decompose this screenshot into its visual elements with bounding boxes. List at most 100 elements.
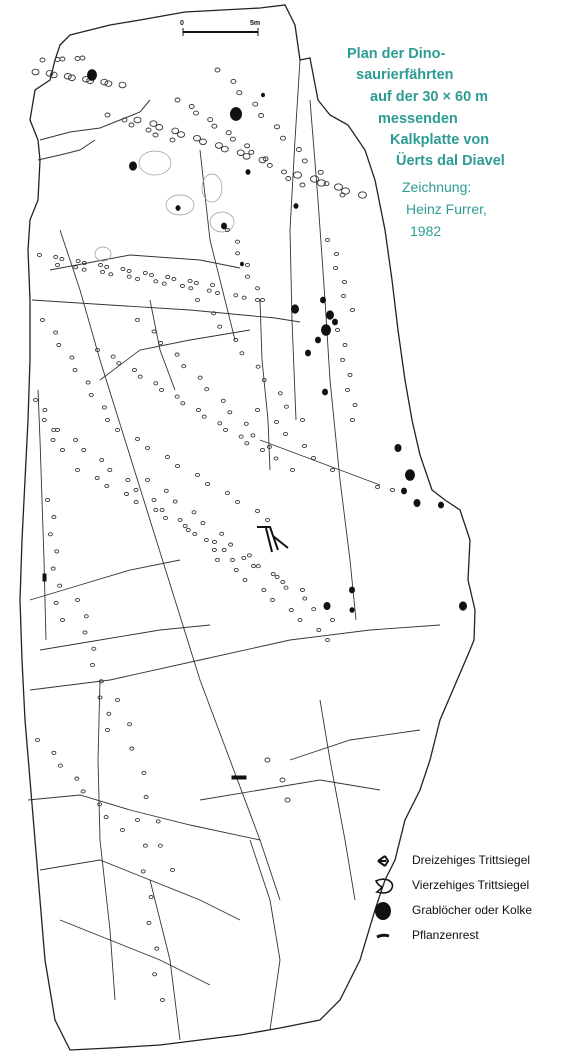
footprint-26 (258, 156, 267, 164)
footprint-8 (104, 80, 113, 87)
footprint-184 (211, 547, 217, 553)
footprint-110 (50, 437, 56, 443)
footprint-175 (99, 457, 105, 463)
footprint-92 (206, 288, 212, 293)
footprint-119 (174, 394, 180, 399)
footprint-213 (302, 596, 308, 601)
three-toed-footprint-icon (377, 855, 390, 867)
burrow-hole-23 (245, 169, 251, 175)
footprint-99 (56, 342, 62, 348)
footprint-240 (311, 455, 316, 461)
burrow-hole-11 (315, 336, 321, 344)
scale-bar-end-label: 5m (250, 20, 260, 27)
footprint-19 (177, 131, 186, 138)
burrow-hole-icon (375, 902, 391, 920)
footprint-251 (83, 614, 89, 619)
burrow-hole-8 (326, 310, 334, 320)
burrow-hole-10 (332, 318, 338, 326)
footprint-20 (193, 134, 201, 142)
footprint-244 (47, 532, 53, 537)
footprint-169 (245, 274, 250, 279)
footprint-264 (97, 802, 103, 807)
footprint-239 (302, 443, 307, 449)
footprint-236 (255, 407, 260, 413)
footprint-211 (274, 574, 280, 579)
crack-5 (309, 99, 357, 621)
footprint-120 (180, 401, 186, 406)
footprint-162 (345, 387, 350, 393)
scale-bar: 0 5m (180, 20, 260, 36)
footprint-277 (129, 746, 135, 751)
footprint-278 (141, 770, 147, 775)
footprint-118 (159, 387, 164, 393)
footprint-114 (116, 361, 122, 366)
burrow-hole-24 (293, 203, 299, 209)
crack-10 (39, 624, 211, 651)
footprint-261 (57, 763, 63, 768)
footprint-266 (120, 827, 125, 833)
footprint-287 (390, 487, 395, 493)
footprint-45 (258, 113, 265, 118)
footprint-16 (149, 120, 158, 127)
footprint-199 (270, 571, 276, 577)
crack-2 (31, 299, 301, 323)
footprint-33 (229, 136, 236, 142)
footprint-2 (49, 71, 58, 79)
footprint-100 (69, 355, 75, 360)
burrow-hole-15 (405, 469, 415, 481)
footprint-176 (107, 467, 113, 473)
footprint-205 (191, 510, 197, 515)
footprint-95 (241, 295, 247, 300)
title-line-3: auf der 30 × 60 m (370, 89, 489, 105)
footprint-243 (51, 515, 57, 520)
footprint-18 (171, 127, 180, 135)
erosion-outline-4 (94, 246, 112, 262)
footprint-204 (172, 499, 178, 504)
burrow-hole-9 (321, 324, 331, 336)
slab-outline (19, 4, 476, 1051)
footprint-284 (279, 777, 286, 783)
footprint-12 (59, 56, 66, 62)
burrow-hole-18 (438, 501, 444, 509)
footprint-148 (261, 377, 267, 383)
footprint-40 (299, 182, 306, 188)
footprint-283 (264, 757, 271, 763)
footprint-275 (115, 697, 120, 703)
footprint-282 (170, 867, 175, 873)
burrow-hole-16 (401, 487, 407, 495)
footprint-90 (180, 283, 185, 289)
footprint-253 (91, 646, 97, 651)
footprint-185 (230, 557, 235, 563)
footprint-91 (188, 286, 194, 291)
footprint-274 (160, 997, 165, 1003)
title-line-5: Kalkplatte von (390, 132, 490, 148)
footprint-173 (73, 437, 79, 443)
footprint-260 (51, 750, 57, 755)
legend-label-four-toed: Vierzehiges Trittsiegel (412, 878, 530, 892)
footprint-101 (72, 367, 78, 373)
footprint-105 (105, 417, 110, 423)
footprint-29 (193, 110, 199, 116)
footprint-9 (118, 81, 127, 89)
footprint-231 (205, 481, 210, 487)
burrow-hole-3 (175, 205, 181, 211)
footprint-63 (152, 132, 159, 138)
footprint-187 (94, 475, 100, 481)
footprint-55 (317, 179, 326, 187)
footprint-32 (225, 130, 232, 136)
footprint-61 (128, 122, 135, 128)
footprint-43 (236, 90, 243, 96)
footprint-147 (255, 364, 261, 369)
footprint-82 (73, 265, 79, 270)
footprint-285 (284, 797, 291, 803)
footprint-208 (228, 542, 234, 547)
footprint-263 (80, 789, 86, 794)
crack-6 (199, 149, 236, 341)
burrow-hole-2 (129, 161, 137, 171)
footprint-165 (225, 227, 230, 233)
footprint-1 (45, 70, 54, 77)
crack-7 (259, 299, 271, 471)
crack-19 (289, 729, 421, 761)
crack-4 (289, 59, 301, 421)
footprint-174 (81, 447, 87, 453)
